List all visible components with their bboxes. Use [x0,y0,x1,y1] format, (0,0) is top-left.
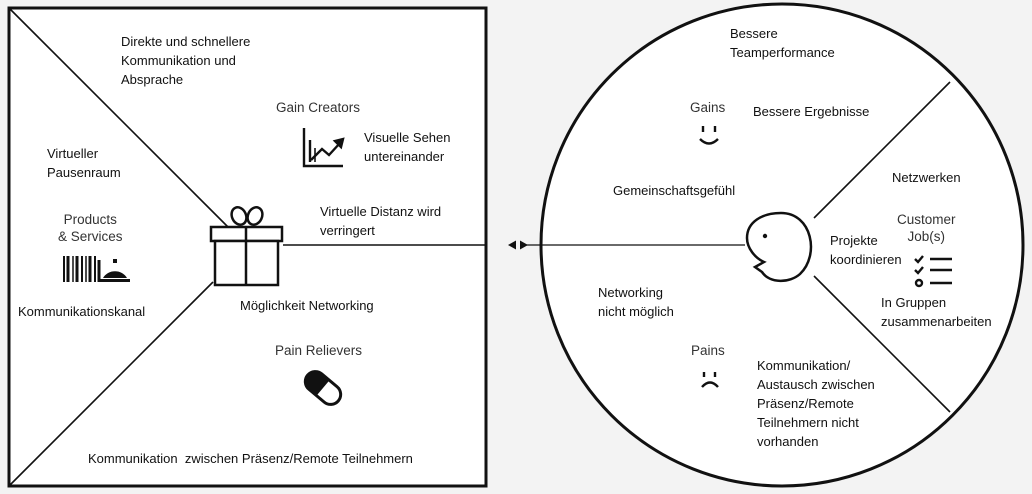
pain-item: Networking nicht möglich [598,285,674,319]
product-service-item: Möglichkeit Networking [240,298,374,313]
gain-creator-item: Direkte und schnellere Kommunikation und… [121,34,251,87]
barcode-icon [63,256,101,282]
gift-icon [209,206,284,287]
pains-title: Pains [691,343,725,358]
products-services-title: Products & Services [58,212,123,244]
pill-icon [303,370,343,406]
checklist-icon [914,255,952,288]
gain-creators-title: Gain Creators [276,100,361,115]
pain-item: Kommunikation/ Austausch zwischen Präsen… [757,358,875,449]
gain-creator-item: Visuelle Sehen untereinander [364,130,451,164]
frown-icon [701,372,719,388]
square-divider-top [8,7,230,229]
customer-job-item: Projekte koordinieren [830,233,902,267]
fit-arrow-head-right [520,240,528,250]
customer-job-item: In Gruppen zusammenarbeiten [881,295,992,329]
circle-divider-bottom [813,275,951,413]
customer-jobs-title: Customer Job(s) [897,212,956,244]
circle-divider-top [813,81,951,219]
gain-item: Bessere Ergebnisse [753,104,870,119]
gain-creator-item: Virtuelle Distanz wird verringert [320,204,442,238]
square-divider-bottom [8,281,214,487]
pain-reliever-item: Kommunikation zwischen Präsenz/Remote Te… [88,451,413,466]
smile-icon [699,126,719,145]
gain-item: Gemeinschaftsgefühl [613,183,736,198]
gains-title: Gains [690,100,726,115]
fit-arrow-head-left [508,240,516,250]
gain-item: Bessere Teamperformance [730,26,835,60]
product-service-item: Virtueller Pausenraum [47,146,121,180]
chart-up-icon [302,128,345,168]
pain-relievers-title: Pain Relievers [275,343,363,358]
customer-face-icon [745,211,813,283]
customer-job-item: Netzwerken [892,170,961,185]
product-service-item: Kommunikationskanal [18,304,146,319]
service-bell-icon [100,259,130,282]
